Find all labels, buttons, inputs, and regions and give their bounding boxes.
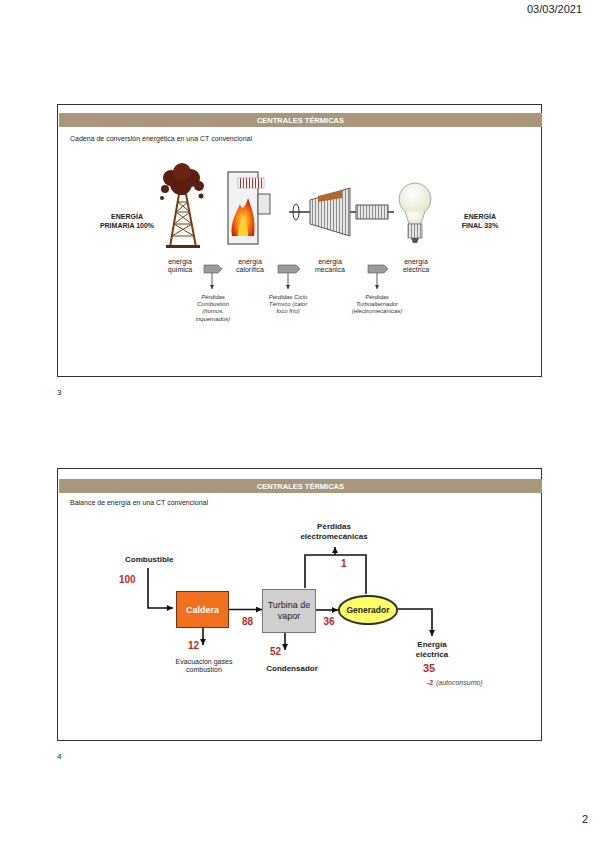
page-number: 2 <box>582 813 588 826</box>
callout-number: 100 <box>119 574 136 586</box>
flow-label: Energía eléctrica <box>406 640 458 659</box>
callout-number: -2 <box>427 679 433 687</box>
energy-label: ENERGÍA PRIMARIA 100% <box>97 212 157 231</box>
slide-frame: Cadena de conversión energética en una C… <box>57 104 542 377</box>
loss-note: Pérdidas Ciclo Térmico (calor foco frío) <box>265 294 311 316</box>
turbine <box>289 188 394 236</box>
flow-arrow <box>229 609 262 611</box>
flow-label: Pérdidas electromecánicas <box>293 522 375 541</box>
generator-ellipse: Generador <box>338 595 398 625</box>
header-band: CENTRALES TÉRMICAS <box>59 113 542 127</box>
ellipse-shape <box>339 596 397 624</box>
node-text: CENTRALES TÉRMICAS <box>257 482 344 491</box>
flow-label: Combustible <box>125 555 173 565</box>
energy-form: energía calorífica <box>231 258 269 275</box>
energy-form: energía química <box>162 258 198 275</box>
callout-number: 52 <box>261 646 281 658</box>
boiler-box: Caldera <box>176 591 229 628</box>
node-text: Generador <box>347 605 390 615</box>
header-band: CENTRALES TÉRMICAS <box>59 479 542 493</box>
node-text: CENTRALES TÉRMICAS <box>257 116 344 125</box>
slide-number: 4 <box>57 752 61 762</box>
light-bulb <box>399 183 431 243</box>
flow-arrow <box>316 609 338 611</box>
turbine-box: Turbina de vapor <box>262 589 316 633</box>
slide-number: 3 <box>57 388 61 398</box>
loss-arrows <box>204 265 388 289</box>
slide-subtitle: Cadena de conversión energética en una C… <box>70 135 252 142</box>
callout-number: 12 <box>179 640 199 652</box>
slide-frame: Balance de energía en una CT convenciona… <box>57 468 542 741</box>
flow-label: Evacuación gases combustión <box>167 658 241 675</box>
callout-number: 1 <box>341 558 347 570</box>
flow-label: Condensador <box>260 664 324 674</box>
energy-form: energía eléctrica <box>397 258 435 275</box>
node-text: Turbina de vapor <box>266 600 312 623</box>
oil-derrick <box>160 163 204 248</box>
loss-note: Pérdidas Turboalternador (electromecánic… <box>350 294 404 316</box>
callout-number: 36 <box>323 616 334 628</box>
slide-subtitle: Balance de energía en una CT convenciona… <box>70 499 208 506</box>
callout-number: 88 <box>242 616 253 628</box>
node-text: Caldera <box>186 605 219 615</box>
loss-note: Pérdidas Combustión (humos, inquemados) <box>192 294 234 323</box>
callout-number: 35 <box>423 662 435 675</box>
energy-form: energía mecánica <box>311 258 349 275</box>
energy-label: ENERGÍA FINAL 33% <box>455 212 505 231</box>
date: 03/03/2021 <box>527 3 582 16</box>
boiler <box>228 172 270 244</box>
note: (autoconsumo) <box>436 679 483 687</box>
flow-lines <box>148 547 432 650</box>
